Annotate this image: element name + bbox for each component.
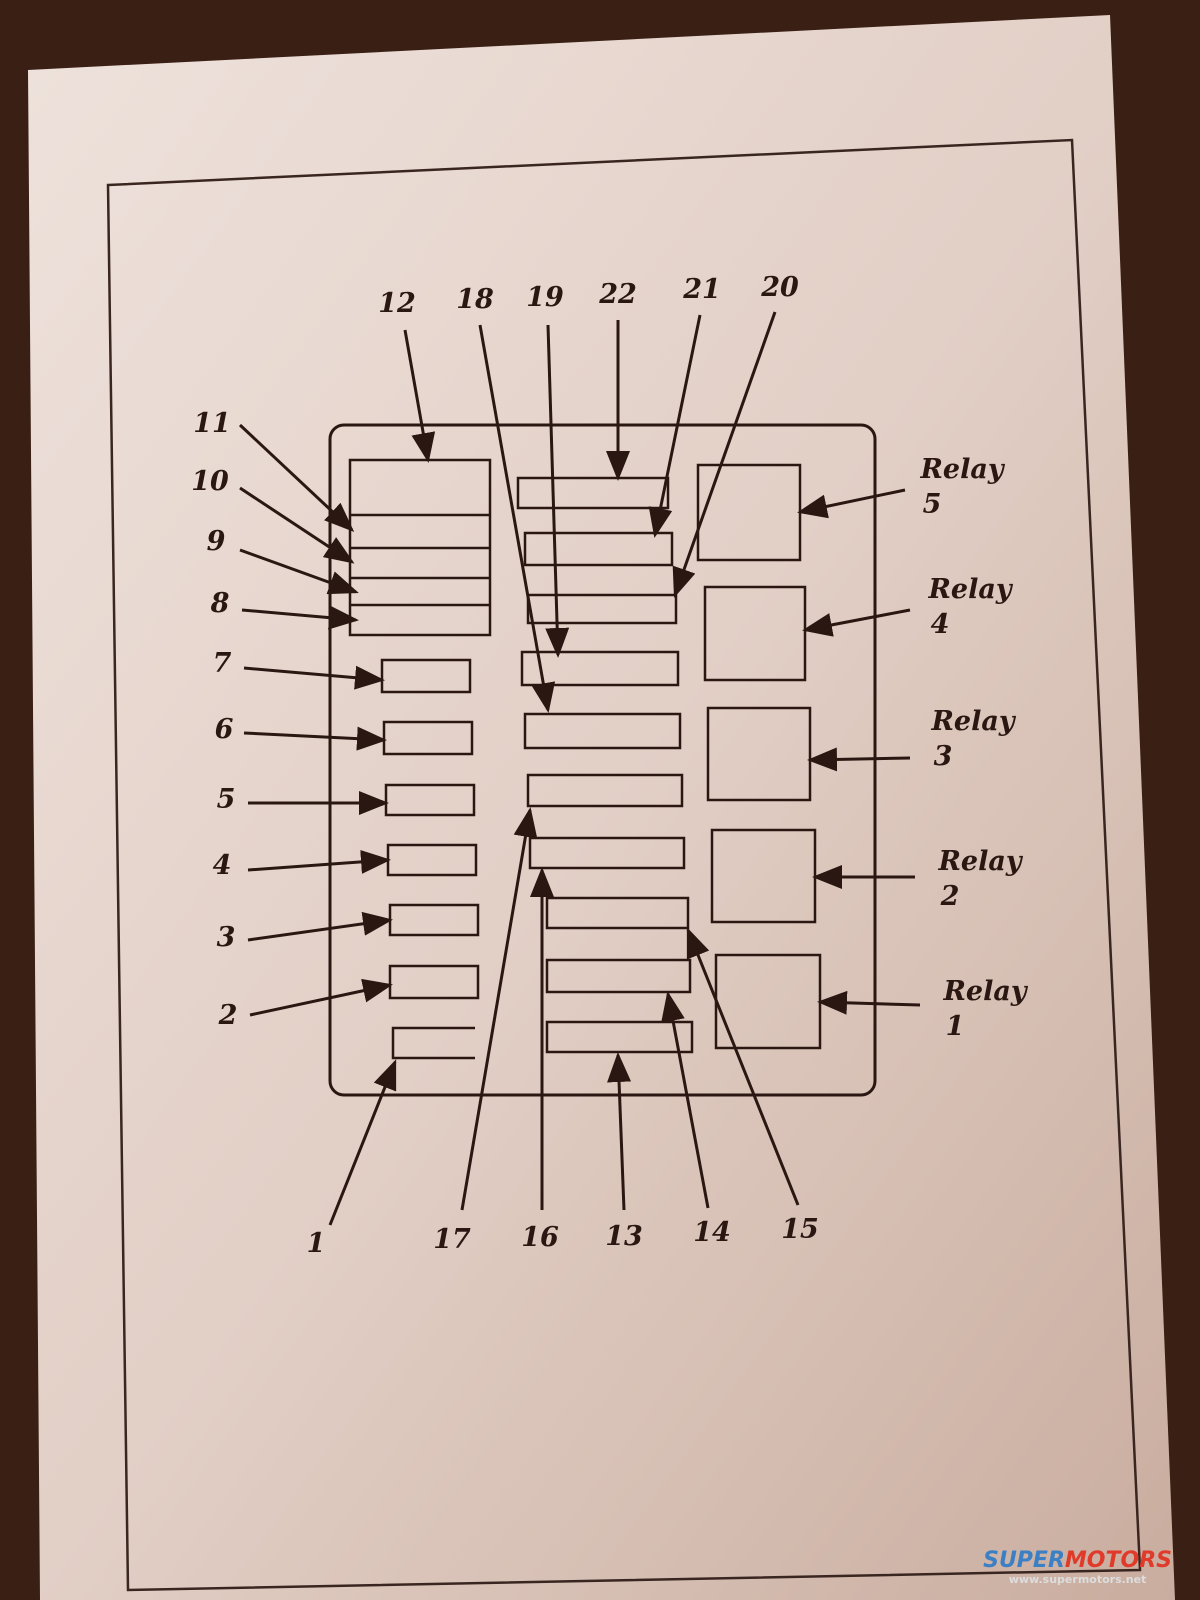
paper-page bbox=[28, 15, 1175, 1600]
arrow-fuse-21 bbox=[648, 314, 702, 538]
fuse-label-4: 4 bbox=[213, 850, 232, 881]
arrow-fuse-3 bbox=[247, 911, 393, 942]
watermark-brand-1: SUPER bbox=[983, 1548, 1065, 1573]
fuse-14 bbox=[545, 958, 692, 994]
fuse-label-12: 12 bbox=[378, 288, 416, 319]
arrow-fuse-4 bbox=[247, 849, 391, 874]
arrow-fuse-1 bbox=[328, 1059, 397, 1226]
fuse-20 bbox=[526, 593, 678, 625]
relay-number-4: 4 bbox=[931, 609, 950, 640]
arrow-fuse-20 bbox=[672, 311, 777, 598]
arrow-fuse-18 bbox=[478, 324, 556, 713]
arrow-fuse-13 bbox=[607, 1052, 632, 1211]
arrow-relay-3 bbox=[807, 747, 911, 772]
fuse-label-15: 15 bbox=[781, 1214, 819, 1245]
arrow-fuse-17 bbox=[460, 807, 538, 1211]
arrow-fuse-15 bbox=[686, 927, 800, 1206]
relay-label-2: Relay bbox=[937, 846, 1023, 877]
fuse-label-9: 9 bbox=[207, 526, 226, 557]
arrow-fuse-2 bbox=[249, 978, 393, 1017]
fuse-1 bbox=[391, 1026, 475, 1060]
page-frame bbox=[106, 138, 1142, 1592]
fuse-label-19: 19 bbox=[526, 282, 564, 313]
watermark-brand-2: MOTORS bbox=[1064, 1548, 1172, 1573]
fuse-15 bbox=[545, 896, 690, 930]
arrow-fuse-14 bbox=[661, 991, 710, 1209]
arrow-fuse-7 bbox=[243, 665, 385, 690]
fuse-label-3: 3 bbox=[217, 922, 236, 953]
watermark: SUPERMOTORS www.supermotors.net bbox=[983, 1548, 1172, 1586]
relay-label-4: Relay bbox=[927, 574, 1013, 605]
arrow-relay-5 bbox=[797, 488, 906, 519]
fuse-label-6: 6 bbox=[215, 714, 234, 745]
fuse-16 bbox=[528, 836, 686, 870]
relay-number-2: 2 bbox=[940, 881, 960, 912]
arrow-relay-4 bbox=[802, 608, 911, 637]
fuse-label-5: 5 bbox=[217, 784, 236, 815]
fuse-label-11: 11 bbox=[193, 408, 231, 439]
watermark-url: www.supermotors.net bbox=[1008, 1573, 1147, 1586]
relay-label-1: Relay bbox=[942, 976, 1028, 1007]
fuse-label-14: 14 bbox=[693, 1217, 731, 1248]
arrow-fuse-8 bbox=[241, 605, 359, 630]
arrow-fuse-9 bbox=[239, 548, 359, 595]
arrow-relay-1 bbox=[817, 990, 921, 1015]
fuse-22 bbox=[516, 476, 670, 510]
fuse-label-7: 7 bbox=[213, 648, 232, 679]
arrow-fuse-11 bbox=[238, 423, 355, 533]
relay-label-5: Relay bbox=[919, 454, 1005, 485]
fuse-label-21: 21 bbox=[682, 274, 721, 305]
fuse-label-22: 22 bbox=[598, 279, 637, 310]
fuse-19 bbox=[520, 650, 680, 687]
fuse-label-10: 10 bbox=[191, 466, 229, 497]
fuse-17 bbox=[526, 773, 684, 808]
fuse-label-2: 2 bbox=[218, 1000, 238, 1031]
fuse-13 bbox=[545, 1020, 694, 1054]
fuse-21 bbox=[523, 531, 674, 567]
relay-number-3: 3 bbox=[934, 741, 953, 772]
fuse-label-17: 17 bbox=[433, 1224, 471, 1255]
relay-number-5: 5 bbox=[923, 489, 942, 520]
fuse-label-16: 16 bbox=[521, 1222, 559, 1253]
arrow-fuse-12 bbox=[403, 329, 436, 463]
arrow-fuse-19 bbox=[545, 324, 570, 658]
fuse-label-18: 18 bbox=[456, 284, 494, 315]
fuse-18 bbox=[523, 712, 682, 750]
relay-number-1: 1 bbox=[946, 1011, 965, 1042]
fuse-label-1: 1 bbox=[307, 1228, 326, 1259]
arrow-fuse-10 bbox=[239, 486, 355, 564]
arrow-fuse-6 bbox=[243, 726, 387, 751]
fuse-label-13: 13 bbox=[605, 1221, 643, 1252]
fuse-label-20: 20 bbox=[760, 272, 799, 303]
relay-label-3: Relay bbox=[930, 706, 1016, 737]
fuse-label-8: 8 bbox=[210, 588, 230, 619]
